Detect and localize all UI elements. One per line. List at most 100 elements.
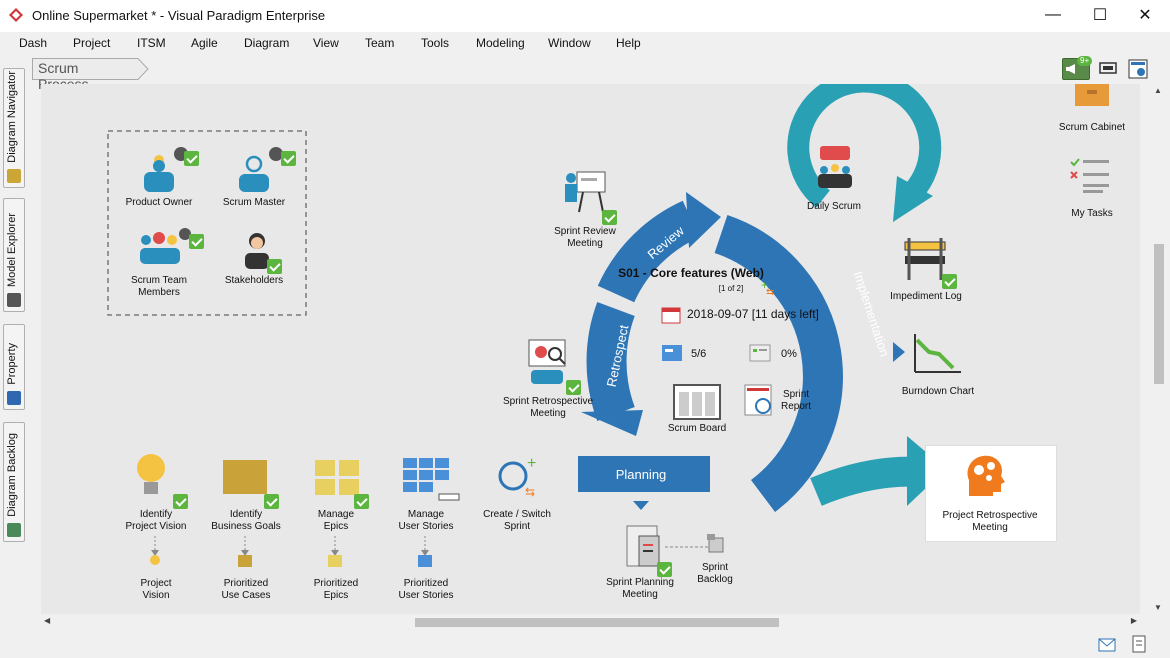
identify-goals-label: Identify Business Goals <box>211 509 281 532</box>
tab-diagram-navigator[interactable]: Diagram Navigator <box>3 68 25 188</box>
roles-group-box <box>107 130 307 316</box>
impediment-log-label: Impediment Log <box>890 291 962 302</box>
switch-sprint-icon[interactable]: +⇆ <box>759 279 777 295</box>
vertical-scrollbar[interactable]: ▲ ▼ <box>1150 84 1168 614</box>
property-icon <box>7 391 21 405</box>
tab-property[interactable]: Property <box>3 324 25 410</box>
close-button[interactable]: ✕ <box>1138 7 1152 24</box>
product-owner-icon[interactable] <box>139 146 191 194</box>
progress-icon <box>749 344 771 362</box>
menu-project[interactable]: Project <box>73 36 111 50</box>
menu-diagram[interactable]: Diagram <box>244 36 290 50</box>
my-tasks-icon[interactable] <box>1069 156 1113 196</box>
project-vision-icon[interactable] <box>148 554 162 568</box>
megaphone-icon <box>1066 64 1075 74</box>
sprint-planning-meeting-label: Sprint Planning Meeting <box>606 577 674 600</box>
svg-text:+: + <box>761 279 768 292</box>
diagram-canvas[interactable]: Review Implementation Retrospect Plannin… <box>41 84 1140 614</box>
identify-vision-icon[interactable] <box>131 450 171 498</box>
svg-text:⇆: ⇆ <box>525 485 535 499</box>
status-bar <box>0 632 1170 658</box>
navigator-icon <box>7 169 21 183</box>
tab-model-explorer[interactable]: Model Explorer <box>3 198 25 312</box>
product-owner-done-icon <box>184 151 199 166</box>
title-bar: Online Supermarket * - Visual Paradigm E… <box>0 0 1170 32</box>
sprint-title: S01 - Core features (Web) <box>618 266 764 280</box>
tab-model-explorer-label: Model Explorer <box>6 213 18 287</box>
calendar-icon <box>661 307 681 324</box>
tab-diagram-backlog[interactable]: Diagram Backlog <box>3 422 25 542</box>
scrum-master-icon[interactable] <box>234 146 286 194</box>
menu-window[interactable]: Window <box>548 36 591 50</box>
sprint-planning-meeting-icon[interactable] <box>621 522 669 576</box>
app-logo-icon <box>9 8 23 22</box>
stakeholders-label: Stakeholders <box>224 275 284 286</box>
identify-goals-done-icon <box>264 494 279 509</box>
document-edit-icon[interactable] <box>1132 635 1148 655</box>
notifications-button[interactable]: 9+ <box>1062 56 1093 80</box>
scrum-cabinet-label: Scrum Cabinet <box>1058 122 1126 133</box>
prioritized-epics-icon[interactable] <box>327 554 343 568</box>
scrum-team-label: Scrum Team Members <box>131 275 187 298</box>
sprint-retro-meeting-icon[interactable] <box>527 338 571 386</box>
burndown-chart-icon[interactable] <box>911 332 963 376</box>
project-arrow-body <box>810 456 922 506</box>
menu-team[interactable]: Team <box>365 36 395 50</box>
sprint-retro-done-icon <box>566 380 581 395</box>
manage-stories-icon[interactable] <box>401 456 463 502</box>
sprint-review-meeting-icon[interactable] <box>561 168 609 216</box>
project-retro-meeting-icon[interactable] <box>961 452 1015 500</box>
scrum-master-label: Scrum Master <box>222 197 286 208</box>
vertical-scroll-thumb[interactable] <box>1154 244 1164 384</box>
model-explorer-icon <box>7 293 21 307</box>
prioritized-use-cases-icon[interactable] <box>237 554 253 568</box>
maximize-button[interactable]: ☐ <box>1092 7 1108 24</box>
scrum-board-icon[interactable] <box>673 384 721 420</box>
horizontal-scroll-thumb[interactable] <box>415 618 779 627</box>
minimize-button[interactable]: — <box>1045 6 1061 23</box>
menu-dash[interactable]: Dash <box>19 36 48 50</box>
scroll-down-icon[interactable]: ▼ <box>1154 603 1162 612</box>
stakeholders-icon[interactable] <box>239 229 279 269</box>
sprint-report-label: Sprint Report <box>780 389 811 412</box>
scrum-cabinet-icon[interactable] <box>1073 84 1111 108</box>
daily-scrum-icon[interactable] <box>814 144 856 190</box>
menu-itsm[interactable]: ITSM <box>137 36 166 50</box>
prioritized-use-cases-label: Prioritized Use Cases <box>221 578 271 601</box>
identify-goals-icon[interactable] <box>221 458 269 496</box>
mail-icon[interactable] <box>1098 638 1116 652</box>
scrum-master-done-icon <box>281 151 296 166</box>
horizontal-scrollbar[interactable]: ◀ ▶ <box>41 614 1140 630</box>
sprint-report-icon[interactable] <box>744 384 776 418</box>
sprint-backlog-label: Sprint Backlog <box>697 562 733 585</box>
layout-panel-icon[interactable] <box>1128 59 1148 79</box>
scrum-team-done-icon <box>189 234 204 249</box>
project-vision-label: Project Vision <box>140 578 172 601</box>
scrum-team-icon[interactable] <box>137 226 193 266</box>
prioritized-stories-icon[interactable] <box>417 554 433 568</box>
scroll-up-icon[interactable]: ▲ <box>1154 86 1162 95</box>
planning-label: Planning <box>615 467 667 482</box>
menu-modeling[interactable]: Modeling <box>476 36 525 50</box>
diagram-toolbar: 9+ <box>1060 56 1152 81</box>
scroll-right-icon[interactable]: ▶ <box>1130 616 1137 625</box>
scroll-left-icon[interactable]: ◀ <box>44 616 51 625</box>
menu-tools[interactable]: Tools <box>421 36 450 50</box>
sprint-backlog-icon[interactable] <box>705 532 727 554</box>
scrum-board-label: Scrum Board <box>667 423 727 434</box>
review-arc <box>597 200 700 303</box>
planning-bar <box>578 456 710 492</box>
sprint-progress: 0% <box>781 348 797 360</box>
create-sprint-icon[interactable]: + ⇆ <box>495 456 543 500</box>
my-tasks-label: My Tasks <box>1071 208 1113 219</box>
menu-agile[interactable]: Agile <box>191 36 218 50</box>
impediment-log-icon[interactable] <box>901 236 949 280</box>
menu-help[interactable]: Help <box>616 36 641 50</box>
identify-vision-label: Identify Project Vision <box>125 509 187 532</box>
fit-diagram-icon[interactable] <box>1097 60 1119 76</box>
tab-diagram-backlog-label: Diagram Backlog <box>6 433 18 517</box>
manage-epics-icon[interactable] <box>313 458 361 496</box>
burndown-connector-arrow <box>893 342 905 362</box>
menu-view[interactable]: View <box>313 36 339 50</box>
manage-stories-label: Manage User Stories <box>398 509 454 532</box>
